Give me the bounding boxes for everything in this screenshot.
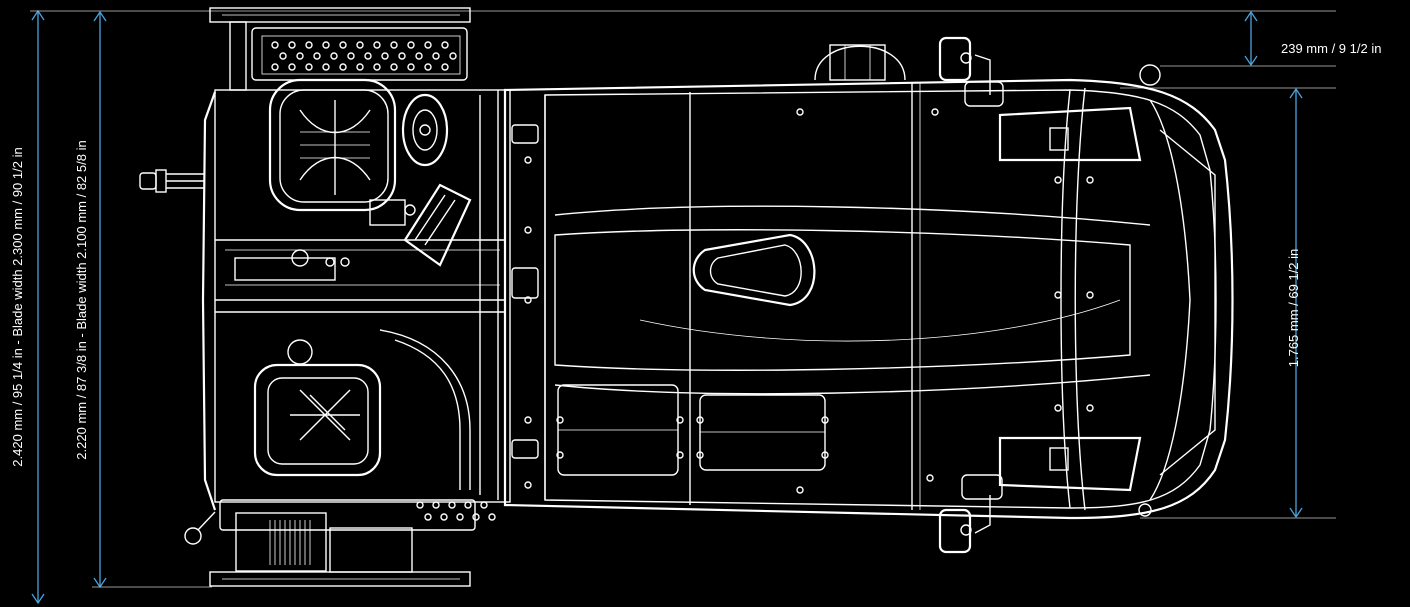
bolt <box>696 416 704 424</box>
rivet <box>390 41 398 49</box>
mirror-offset-label: 239 mm / 9 1/2 in <box>1281 41 1381 56</box>
rivet <box>356 41 364 49</box>
bolt <box>556 416 564 424</box>
rivet <box>432 501 440 509</box>
bolt <box>1054 176 1062 184</box>
rivet <box>424 41 432 49</box>
bolt <box>1086 404 1094 412</box>
rivet <box>472 513 480 521</box>
rivet <box>415 52 423 60</box>
bolt <box>1086 291 1094 299</box>
door-hinges <box>511 124 539 459</box>
bolt <box>1054 404 1062 412</box>
rivet <box>339 41 347 49</box>
passenger-seat <box>253 329 471 490</box>
bolt <box>1054 291 1062 299</box>
rivet <box>390 63 398 71</box>
rivet <box>398 52 406 60</box>
rivet <box>448 501 456 509</box>
top-track <box>209 7 471 91</box>
top-mirror <box>938 36 1004 107</box>
side-windows <box>557 384 826 476</box>
rivet <box>407 63 415 71</box>
rivet <box>441 41 449 49</box>
rivet <box>373 63 381 71</box>
rivet <box>288 41 296 49</box>
rivet <box>356 63 364 71</box>
rear-hitch <box>139 169 205 193</box>
rivet <box>441 63 449 71</box>
bottom-mirror <box>938 474 1003 554</box>
bolt <box>524 481 532 489</box>
rivet <box>440 513 448 521</box>
rear-ball <box>184 511 216 545</box>
roof-beacon <box>814 44 1161 517</box>
rivet <box>347 52 355 60</box>
bolt <box>676 451 684 459</box>
bolt <box>524 226 532 234</box>
rivet <box>456 513 464 521</box>
rivet <box>313 52 321 60</box>
mirror-offset-dimension: 239 mm / 9 1/2 in <box>470 10 1381 67</box>
rivet <box>424 513 432 521</box>
rivet <box>322 63 330 71</box>
cab-width-dimension: 1.765 mm / 69 1/2 in <box>1120 87 1336 519</box>
bolt <box>524 296 532 304</box>
bolt <box>796 486 804 494</box>
bolt <box>696 451 704 459</box>
rivet <box>296 52 304 60</box>
rear-frame <box>201 89 511 511</box>
rivet <box>488 513 496 521</box>
track-width-dimension: 2.220 mm / 87 3/8 in - Blade width 2.100… <box>74 10 212 589</box>
rivet <box>416 501 424 509</box>
bolt <box>676 416 684 424</box>
rivet <box>330 52 338 60</box>
bottom-track <box>209 499 496 587</box>
bolt <box>524 156 532 164</box>
overall-width-label: 2.420 mm / 95 1/4 in - Blade width 2.300… <box>10 147 25 466</box>
bolt <box>926 474 934 482</box>
rivet <box>364 52 372 60</box>
rivet <box>373 41 381 49</box>
rivet <box>288 63 296 71</box>
bolt <box>1086 176 1094 184</box>
bolt <box>524 416 532 424</box>
rivet <box>432 52 440 60</box>
rivet <box>480 501 488 509</box>
rivet <box>279 52 287 60</box>
rivet <box>271 41 279 49</box>
rivet <box>322 41 330 49</box>
rivet <box>305 63 313 71</box>
rivet <box>381 52 389 60</box>
roof-channel <box>554 205 1151 395</box>
cab-width-label: 1.765 mm / 69 1/2 in <box>1286 249 1301 368</box>
rivet <box>271 63 279 71</box>
bolt <box>821 416 829 424</box>
overall-width-dimension: 2.420 mm / 95 1/4 in - Blade width 2.300… <box>10 9 470 605</box>
driver-seat <box>268 78 397 212</box>
light-bars <box>998 106 1142 492</box>
rivet <box>305 41 313 49</box>
bolt <box>821 451 829 459</box>
rivet <box>424 63 432 71</box>
rivet <box>407 41 415 49</box>
bolt <box>796 108 804 116</box>
vehicle-outline <box>139 7 1234 587</box>
steering-wheel <box>401 93 449 167</box>
rivet <box>339 63 347 71</box>
control-panel <box>234 183 472 281</box>
cab-body <box>503 78 1234 520</box>
bolt <box>556 451 564 459</box>
bolt <box>931 108 939 116</box>
track-width-label: 2.220 mm / 87 3/8 in - Blade width 2.100… <box>74 140 89 459</box>
rivet <box>449 52 457 60</box>
rivet <box>464 501 472 509</box>
